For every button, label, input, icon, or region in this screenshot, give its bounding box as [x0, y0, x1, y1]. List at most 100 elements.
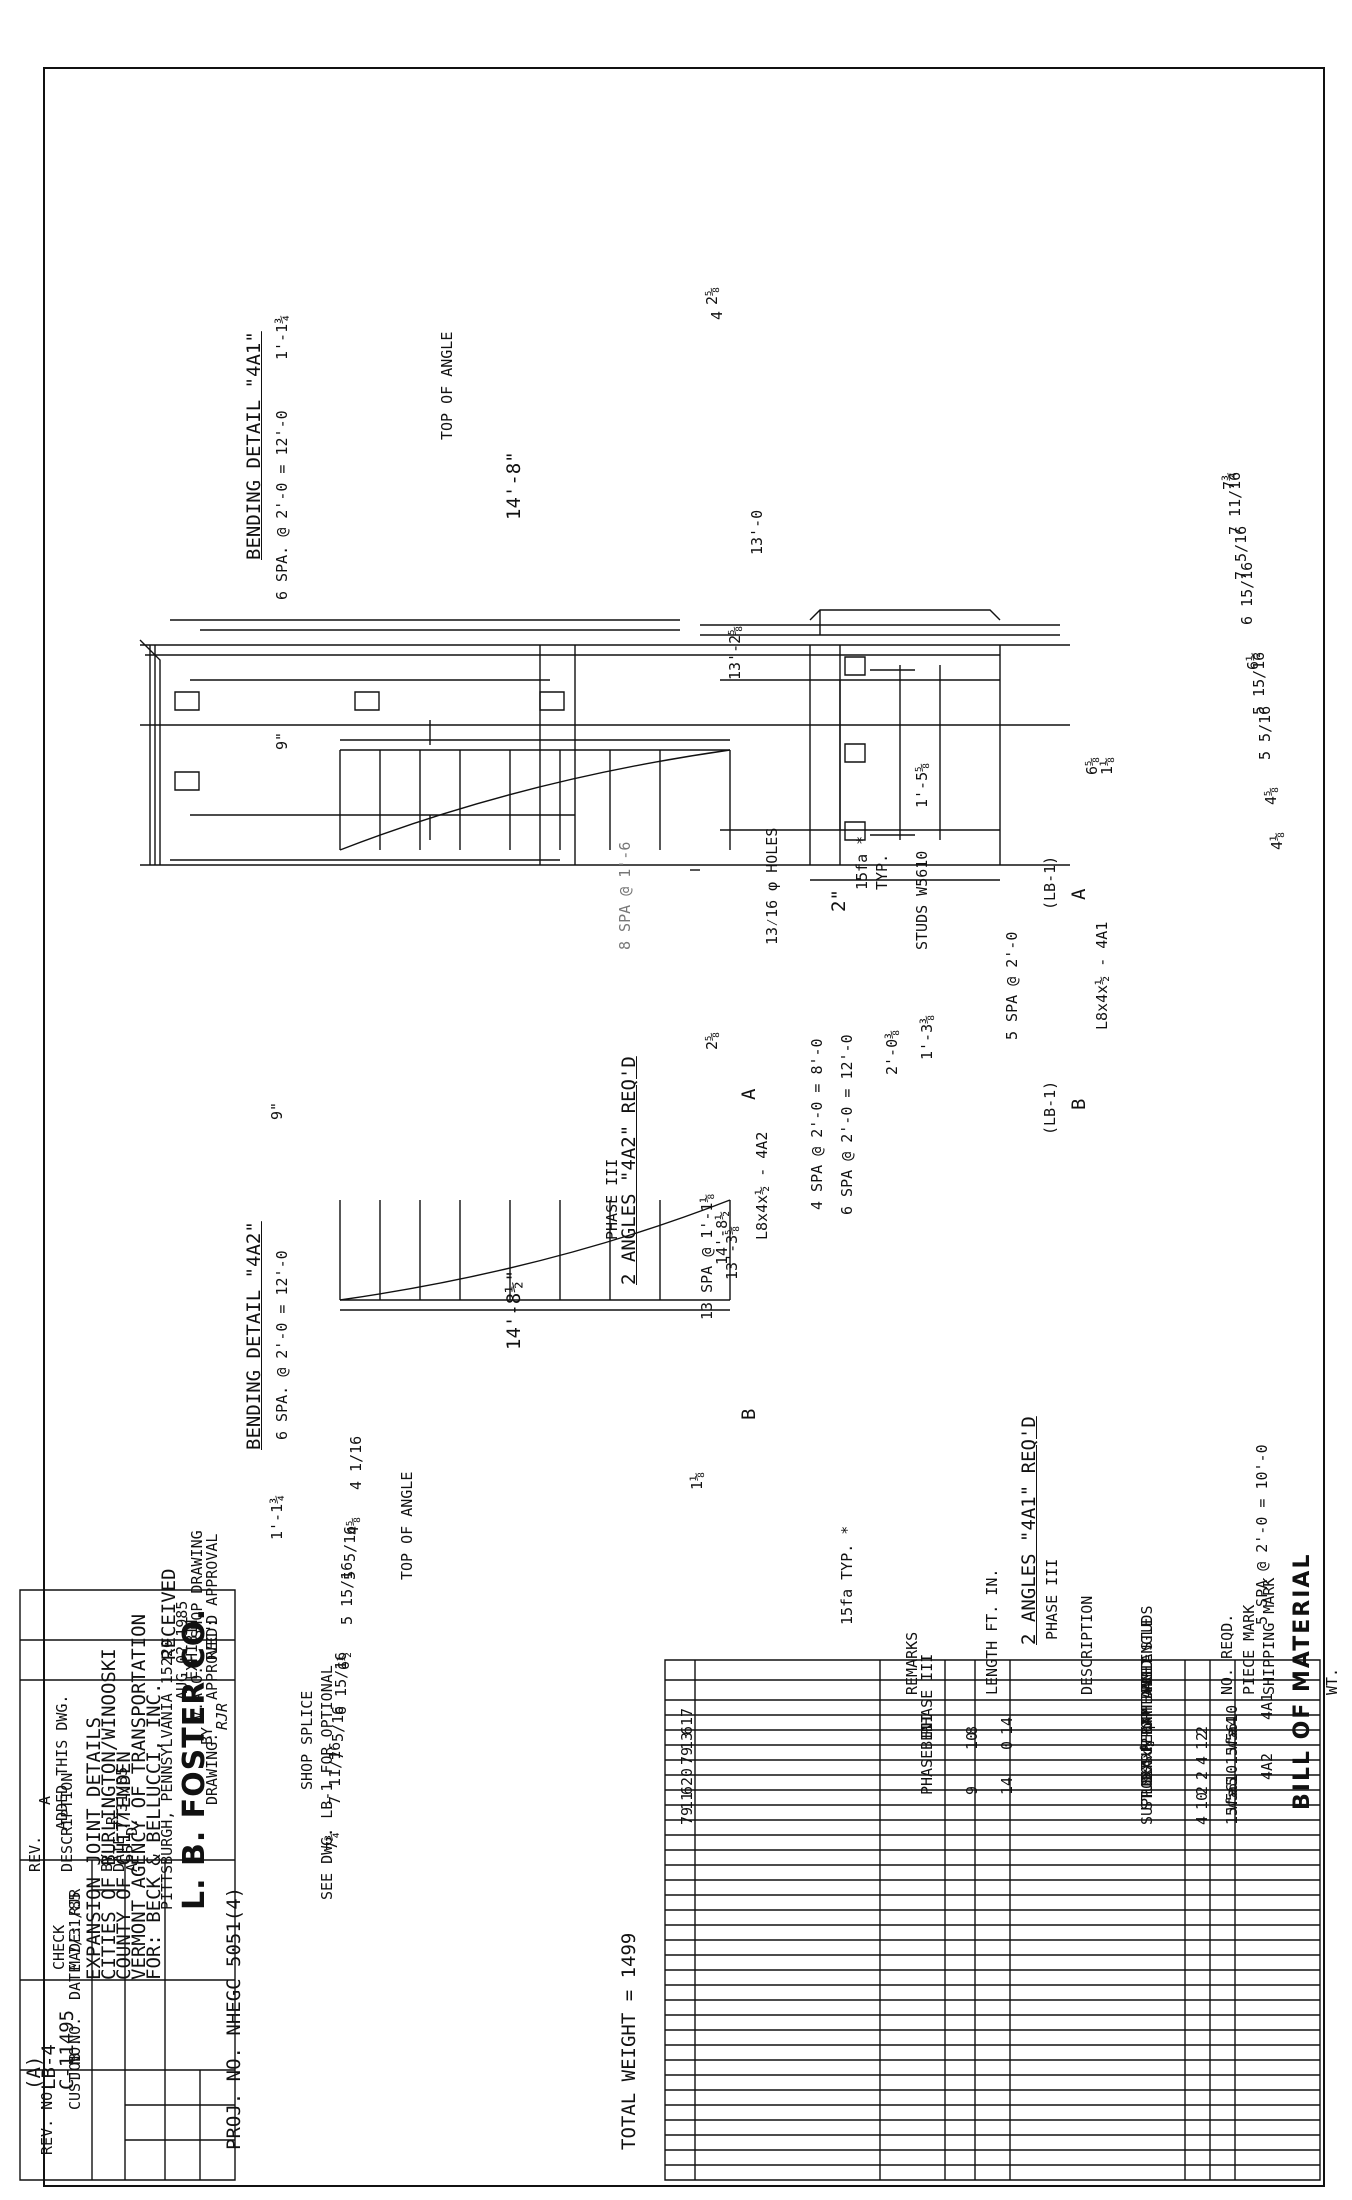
section-a-ref-4a1: (LB-1): [1041, 855, 1059, 910]
bom-header: NO. REQD.: [1218, 1613, 1236, 1695]
bend-spacing-4a1: 6 SPA. @ 2'-0 = 12'-0: [273, 410, 291, 600]
bend-ordinate-4a1: 7¾: [1220, 471, 1238, 490]
length-inner-4a1: 13'-0: [748, 509, 766, 555]
bom-header: WT.: [1323, 1667, 1341, 1695]
bend-end-right-4a1: 9": [273, 731, 291, 750]
rev-mark: A: [36, 1795, 54, 1805]
note-shop-splice: SHOP SPLICE: [298, 1690, 316, 1790]
rev-header: REV.: [26, 1835, 44, 1872]
tb-subject: EXPANSION JOINT DETAILS: [83, 1716, 105, 1980]
erased-note: 8 SPA @ 1'-6: [616, 841, 634, 950]
start-dim-4a2: 2'-0⅜: [883, 1029, 901, 1075]
typ-text: TYP.: [873, 853, 891, 890]
stud-callout-4a2: 15fa TYP. *: [838, 1525, 856, 1625]
tb-made-date: DATE 7/31/85: [66, 1891, 84, 2000]
angles-4a2-plan: [140, 620, 680, 865]
section-b-mark-4a2: B: [738, 1408, 760, 1420]
bend-spacing-4a2: 6 SPA. @ 2'-0 = 12'-0: [273, 1250, 291, 1440]
bom-cell-wt: 620: [678, 1767, 696, 1795]
bend-4a2-diagram: [340, 1200, 730, 1310]
bend-4a1-diagram: [340, 740, 730, 850]
section-b-ref-4a1: (LB-1): [1041, 1080, 1059, 1135]
rev-header: DESCRIPTION: [58, 1772, 76, 1872]
end-dim-left-4a2: 1⅛: [688, 1471, 706, 1490]
bom-cell-remarks: PHASE III: [918, 1713, 936, 1795]
tb-rev-no: (A): [23, 2055, 45, 2090]
tb-proj: PROJ. NO. NHEGC 5051(4): [223, 1886, 245, 2150]
bom-cell-ft: 0: [998, 1740, 1016, 1750]
end-dim-left2-4a2: 2⅝: [703, 1031, 721, 1050]
bend-ordinate-4a2: 4⅝: [344, 1516, 362, 1535]
bend-length-4a2: 14'-8½": [503, 1269, 525, 1350]
end-dim-right2-4a1: 1⅛: [1098, 756, 1116, 775]
bend-ordinate-4a1: 4⅛: [1268, 831, 1286, 850]
angles-4a1-plan: [680, 610, 1070, 880]
bend-ordinate-4a1: 6½: [1244, 651, 1262, 670]
spa-callout-4a1: 5 SPA @ 2'-0: [1003, 931, 1021, 1040]
bom-header: LENGTH FT. IN.: [983, 1568, 1001, 1695]
tb-checked: CHECK: [50, 1924, 68, 1970]
bend-title-4a1: BENDING DETAIL "4A1": [243, 331, 265, 560]
end-dim-left-4a1: 4: [708, 310, 726, 320]
bom-total-weight: TOTAL WEIGHT = 1499: [618, 1932, 640, 2150]
tb-rev-label: REV. NO.: [38, 2082, 56, 2155]
bend-top-label-4a1: TOP OF ANGLE: [438, 331, 456, 440]
bend-end-right-4a2: 1'-1¾: [268, 1494, 286, 1540]
inner-spacing-4a2: 4 SPA @ 2'-0 = 8'-0: [808, 1038, 826, 1210]
bom-cell-wt: 79: [678, 1746, 696, 1765]
bom-cell-wt: 617: [678, 1707, 696, 1735]
section-b-mark-4a1: B: [1068, 1098, 1090, 1110]
end-dim-left2-4a1: 2⅝: [703, 286, 721, 305]
stud-dim-top-4a2: 1'-3⅜: [918, 1014, 936, 1060]
angle-callout-4a2: L8x4x½ - 4A2: [753, 1131, 771, 1240]
bom-cell-qty: 12: [1193, 1731, 1211, 1750]
bom-cell-qty: 10: [1193, 1791, 1211, 1810]
bend-top-label-4a2: TOP OF ANGLE: [398, 1471, 416, 1580]
bom-header: SHIPPING MARK: [1260, 1577, 1278, 1695]
phase-note-4a1: PHASE III: [1043, 1558, 1061, 1640]
phase-note-4a2: PHASE III: [603, 1158, 621, 1240]
gap-dim: 2": [828, 889, 850, 912]
bom-header: PIECE MARK: [1240, 1604, 1258, 1695]
bom-cell-qty: 4: [1193, 1755, 1211, 1765]
title-4a1: 2 ANGLES "4A1" REQ'D: [1018, 1416, 1040, 1645]
length-inner-4a2: 13'-3⅝: [723, 1225, 741, 1280]
typ-callout: 15fa *: [853, 835, 871, 890]
bom-cell-wt: 79: [678, 1806, 696, 1825]
bend-ordinate-4a2: 6½: [335, 1651, 353, 1670]
bom-cell-inch: 9: [963, 1785, 981, 1795]
bom-cell-ft: 14: [998, 1776, 1016, 1795]
bom-cell-inch: 10: [963, 1731, 981, 1750]
length-overall-4a1: 13'-2⅝: [726, 625, 744, 680]
bom-cell-desc: SUPPORT FEET: [1138, 1716, 1156, 1825]
stud-end-dim-4a1: 1'-5⅝: [913, 762, 931, 808]
bom-cell-qty: 2: [1193, 1770, 1211, 1780]
bom-grid: [665, 1660, 1320, 2180]
stud-spacing-4a2: 6 SPA @ 2'-0 = 12'-0: [838, 1034, 856, 1215]
note-see-dwg: SEE DWG. LB-1 FOR OPTIONAL: [318, 1665, 336, 1900]
bom-header: DESCRIPTION: [1078, 1595, 1096, 1695]
sheet-border: [44, 68, 1324, 2186]
bom-cell-piece: 15fa: [1223, 1728, 1241, 1765]
section-a-mark-4a1: A: [1068, 888, 1090, 900]
section-a-mark-4a2: A: [738, 1088, 760, 1100]
stamp-initials: RJR: [213, 1702, 231, 1730]
holes-callout: 13⁄16 φ HOLES: [763, 827, 781, 945]
tb-cust-label: CUST NO.: [66, 2037, 84, 2110]
length-spa-4a2: 13 SPA @ 1'-1⅛: [698, 1193, 716, 1320]
bend-end-left-4a2: 9": [268, 1101, 286, 1120]
bom-cell-ship: 4A1: [1258, 1692, 1276, 1720]
bom-cell-qty: 4: [1193, 1815, 1211, 1825]
bend-ordinate-4a1: 4⅝: [1262, 786, 1280, 805]
bom-title: BILL OF MATERIAL: [1290, 1552, 1315, 1810]
bend-length-4a1: 14'-8": [503, 451, 525, 520]
bom-cell-ft: 14: [998, 1716, 1016, 1735]
title-4a2: 2 ANGLES "4A2" REQ'D: [618, 1056, 640, 1285]
bend-end-left-4a1: 1'-1¾: [273, 314, 291, 360]
bom-cell-piece: 15fa: [1223, 1788, 1241, 1825]
tb-company: L. B. FOSTER CO.: [177, 1607, 212, 1910]
bend-title-4a2: BENDING DETAIL "4A2": [243, 1221, 265, 1450]
